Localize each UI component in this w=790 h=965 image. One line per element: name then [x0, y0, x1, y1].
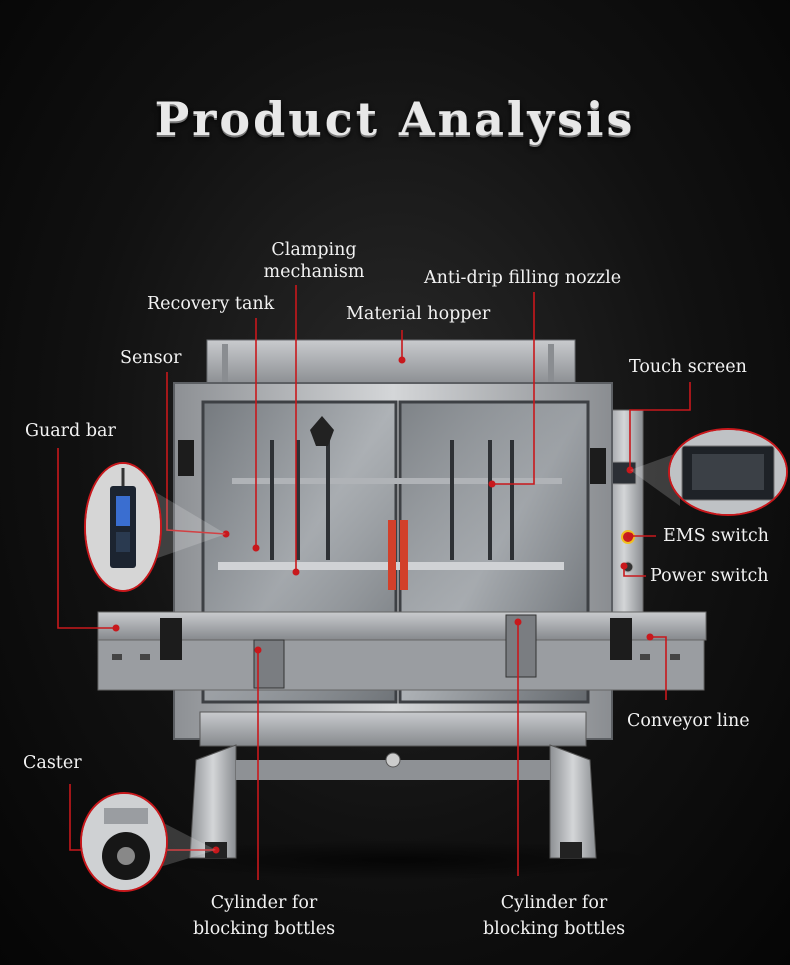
sensor-closeup [84, 462, 162, 592]
label-cylinder-right-line1: Cylinder for [500, 893, 608, 913]
label-sensor: Sensor [120, 348, 182, 368]
callout-lines [57, 285, 691, 880]
touch-screen-shape [611, 461, 637, 485]
label-cylinder-left-line2: blocking bottles [192, 919, 336, 939]
label-touch-screen: Touch screen [629, 357, 747, 377]
touch-screen-closeup [668, 428, 788, 516]
label-ems-switch: EMS switch [663, 526, 769, 546]
floor-shadow [140, 840, 660, 880]
material-hopper-shape [206, 339, 576, 389]
page-title: Product Analysis [154, 92, 636, 146]
filling-nozzles [270, 440, 514, 560]
label-recovery-tank: Recovery tank [147, 294, 275, 314]
caster-closeup [80, 792, 168, 892]
sensor-closeup-icon [86, 464, 160, 590]
label-power-switch: Power switch [650, 566, 769, 586]
label-guard-bar: Guard bar [25, 421, 116, 441]
label-caster: Caster [23, 753, 82, 773]
callout-dots [112, 356, 654, 854]
label-cylinder-right: Cylinder for blocking bottles [474, 890, 634, 942]
label-cylinder-left: Cylinder for blocking bottles [184, 890, 344, 942]
label-clamping-line2: mechanism [263, 262, 365, 282]
label-anti-drip-nozzle: Anti-drip filling nozzle [424, 268, 622, 288]
label-cylinder-right-line2: blocking bottles [482, 919, 626, 939]
label-clamping-mechanism: Clamping mechanism [246, 239, 382, 283]
caster-wheel-closeup-icon [82, 794, 166, 890]
label-cylinder-left-line1: Cylinder for [210, 893, 318, 913]
blocking-cylinder-right [505, 614, 537, 678]
machine-base [199, 711, 587, 747]
label-clamping-line1: Clamping [271, 240, 357, 260]
label-conveyor-line: Conveyor line [627, 711, 750, 731]
caster-right-shape [560, 842, 582, 858]
label-material-hopper: Material hopper [346, 304, 491, 324]
recovery-tank-shape [310, 416, 334, 446]
touch-screen-closeup-icon [670, 430, 786, 514]
conveyor-line-shape [97, 611, 707, 641]
